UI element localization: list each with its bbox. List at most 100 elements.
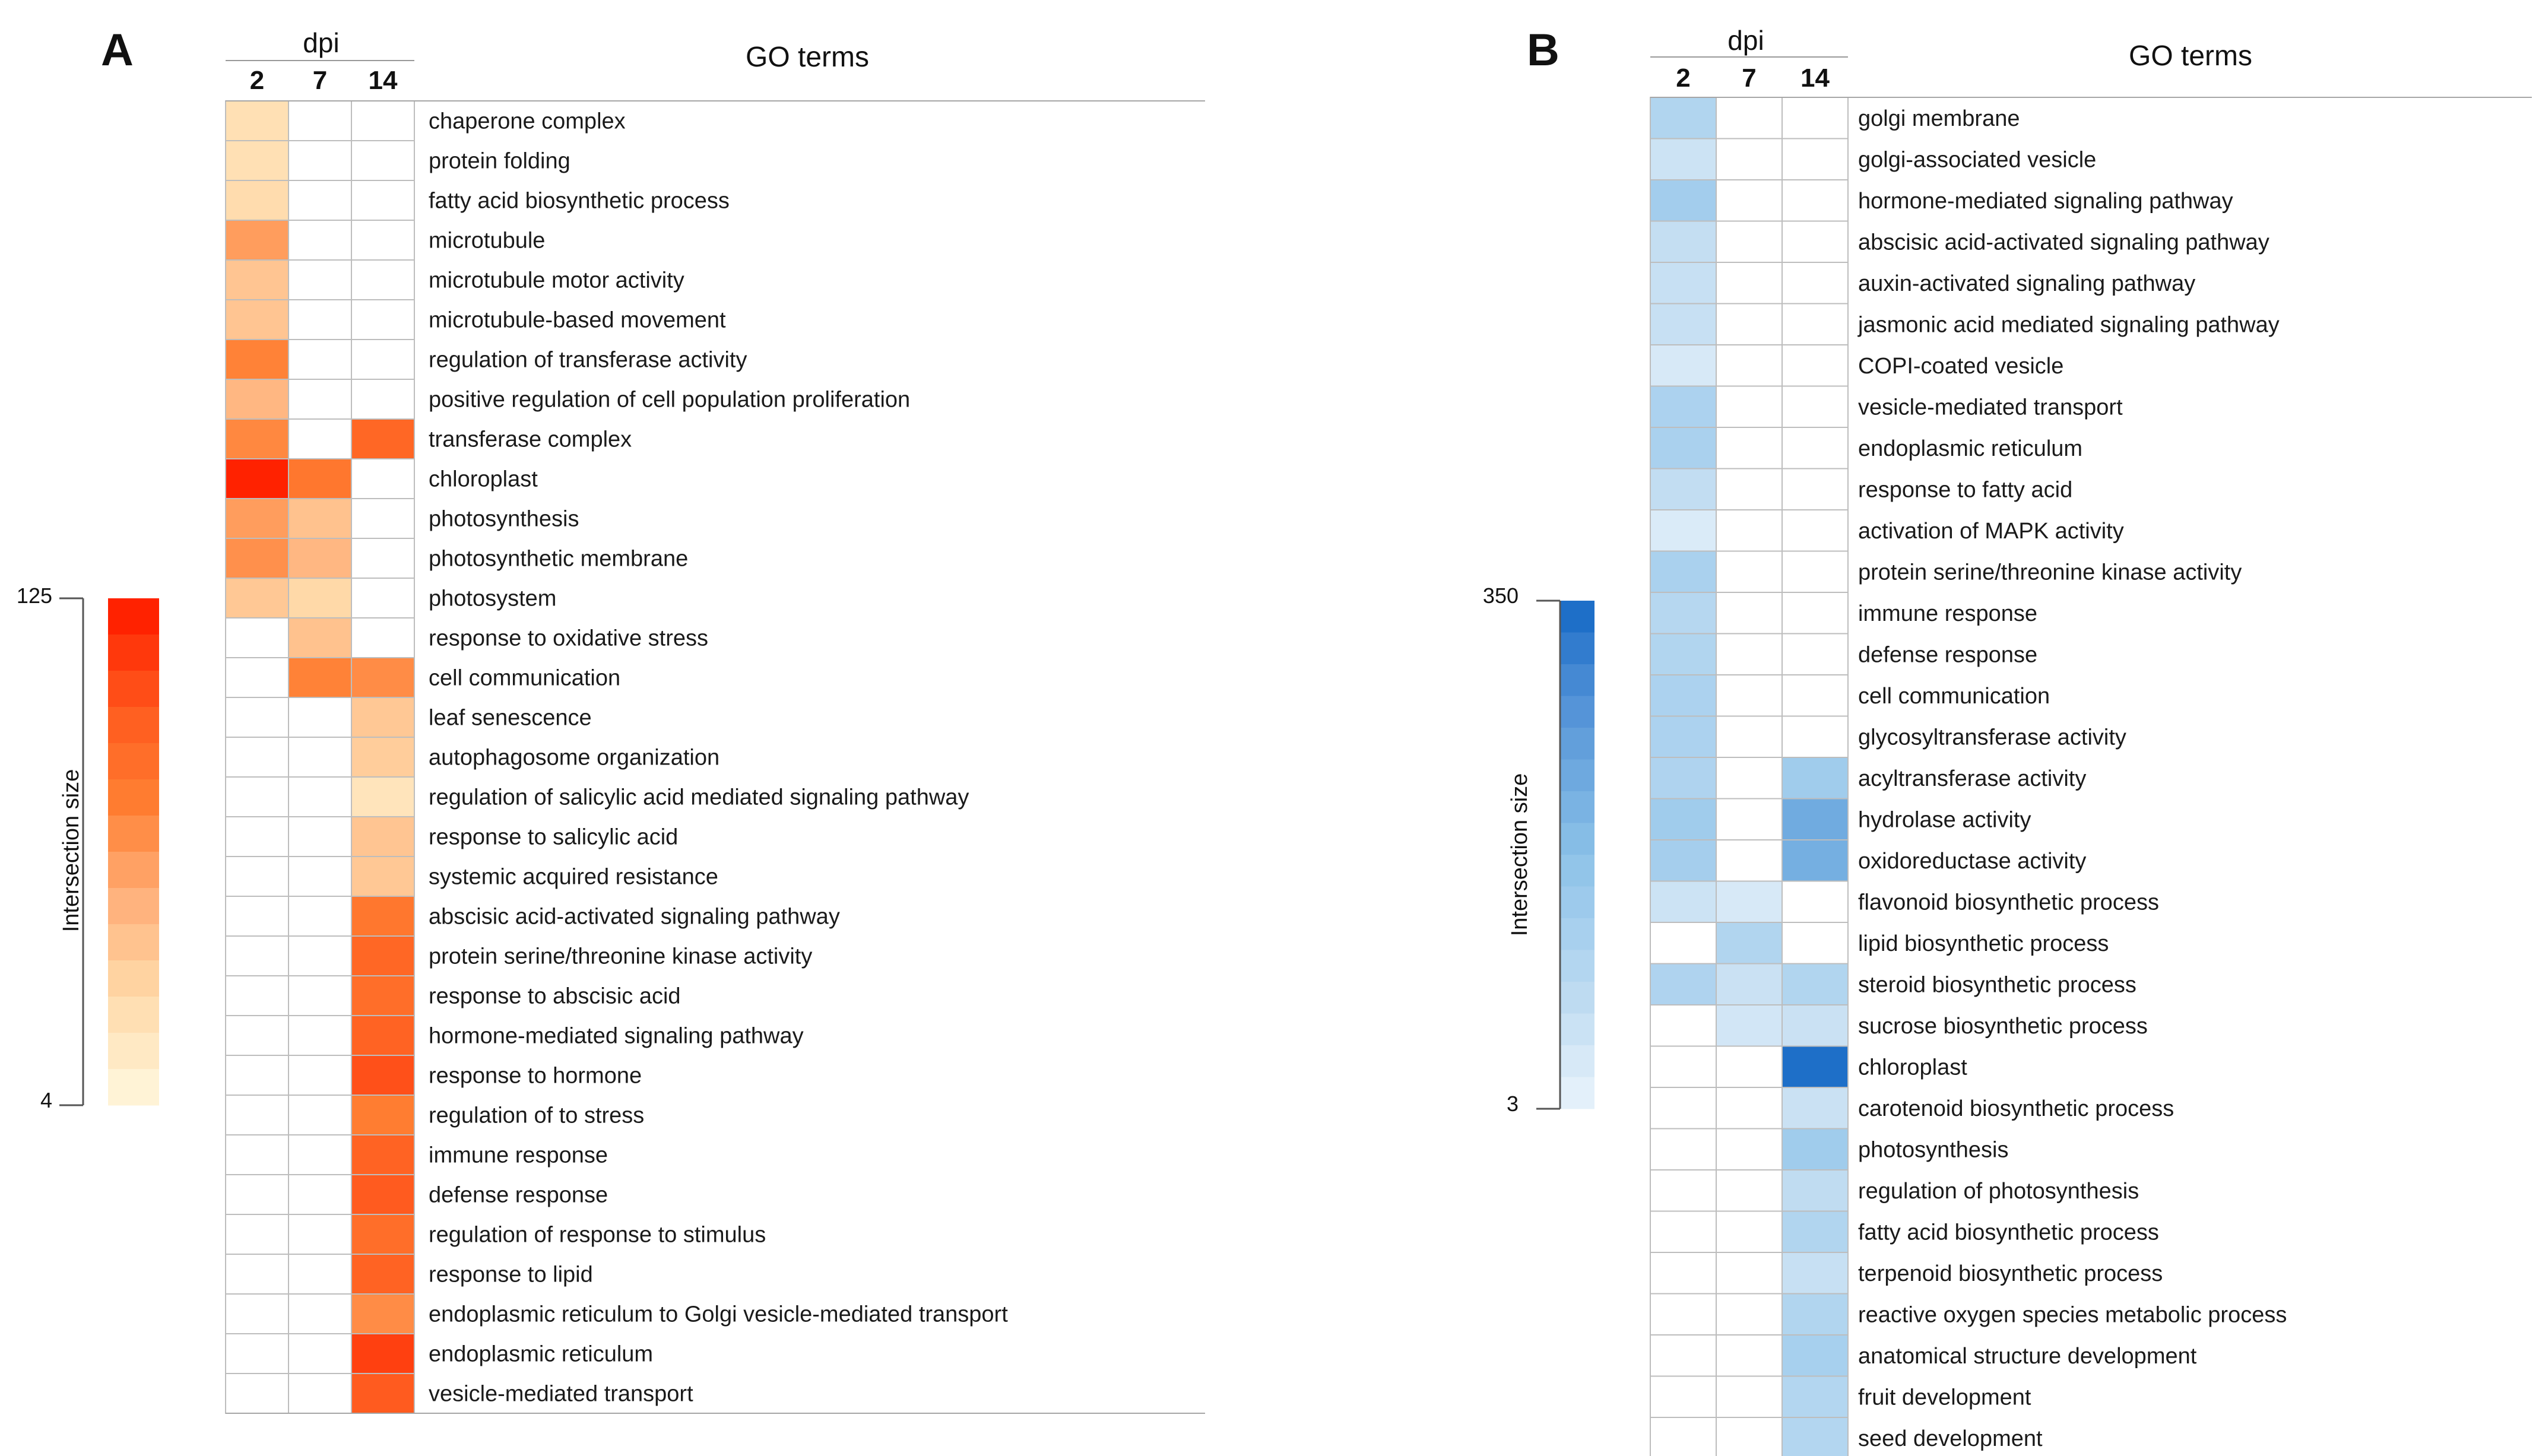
heatmap-cell-a <box>225 697 289 738</box>
heatmap-cell-a <box>225 458 289 499</box>
heatmap-cell-a <box>351 776 415 817</box>
heatmap-cell-a <box>351 140 415 181</box>
go-term-label-a: regulation of to stress <box>429 1103 644 1128</box>
heatmap-cell-a <box>351 379 415 420</box>
heatmap-cell-b <box>1650 963 1717 1005</box>
heatmap-cell-b <box>1650 385 1717 428</box>
heatmap-cell-b <box>1650 303 1717 345</box>
go-term-label-a: cell communication <box>429 666 620 691</box>
heatmap-cell-b <box>1650 138 1717 180</box>
colorbar-segment-a <box>108 707 159 744</box>
go-term-label-b: golgi-associated vesicle <box>1858 147 2096 172</box>
go-term-label-b: lipid biosynthetic process <box>1858 931 2109 956</box>
heatmap-cell-b <box>1650 1169 1717 1212</box>
colorbar-segment-a <box>108 1069 159 1106</box>
go-term-label-a: photosynthetic membrane <box>429 547 688 572</box>
heatmap-cell-a <box>225 1174 289 1215</box>
heatmap-cell-b <box>1781 427 1849 470</box>
heatmap-cell-a <box>288 220 352 261</box>
heatmap-cell-b <box>1650 1417 1717 1456</box>
go-term-label-b: reactive oxygen species metabolic proces… <box>1858 1302 2287 1327</box>
column-header-a-2: 2 <box>250 66 264 95</box>
heatmap-cell-a <box>288 418 352 459</box>
colorbar-segment-b <box>1560 1045 1594 1077</box>
heatmap-cell-a <box>225 856 289 897</box>
heatmap-cell-b <box>1781 1252 1849 1295</box>
go-term-label-b: immune response <box>1858 601 2037 626</box>
heatmap-cell-b <box>1716 715 1783 758</box>
go-terms-header-b: GO terms <box>2129 40 2252 72</box>
heatmap-cell-a <box>351 1254 415 1295</box>
heatmap-cell-a <box>351 538 415 579</box>
go-term-label-a: microtubule-based movement <box>429 308 726 333</box>
heatmap-cell-b <box>1716 179 1783 222</box>
heatmap-cell-a <box>351 737 415 778</box>
heatmap-cell-b <box>1716 385 1783 428</box>
colorbar-segment-a <box>108 671 159 708</box>
heatmap-cell-a <box>351 1214 415 1255</box>
heatmap-cell-a <box>288 737 352 778</box>
heatmap-cell-b <box>1650 1293 1717 1336</box>
heatmap-cell-b <box>1781 468 1849 510</box>
heatmap-cell-b <box>1716 303 1783 345</box>
heatmap-cell-a <box>288 498 352 539</box>
heatmap-cell-a <box>288 935 352 976</box>
heatmap-cell-b <box>1716 138 1783 180</box>
heatmap-cell-a <box>351 1174 415 1215</box>
heatmap-cell-a <box>351 220 415 261</box>
heatmap-cell-a <box>288 1214 352 1255</box>
heatmap-cell-a <box>225 896 289 937</box>
heatmap-cell-b <box>1716 1087 1783 1130</box>
go-term-label-a: microtubule motor activity <box>429 268 684 293</box>
heatmap-cell-b <box>1716 1375 1783 1418</box>
go-term-label-a: photosystem <box>429 586 556 611</box>
heatmap-cell-b <box>1781 262 1849 304</box>
colorbar-segment-b <box>1560 632 1594 665</box>
heatmap-cell-a <box>351 259 415 300</box>
colorbar-segment-a <box>108 997 159 1033</box>
heatmap-cell-a <box>351 1333 415 1374</box>
heatmap-cell-a <box>225 1095 289 1135</box>
go-term-label-b: photosynthesis <box>1858 1137 2009 1162</box>
heatmap-cell-b <box>1781 1334 1849 1377</box>
heatmap-cell-b <box>1650 757 1717 800</box>
heatmap-cell-a <box>351 1373 415 1414</box>
column-header-b-7: 7 <box>1742 64 1756 93</box>
heatmap-cell-b <box>1650 97 1717 139</box>
heatmap-cell-b <box>1716 1210 1783 1253</box>
heatmap-cell-a <box>288 657 352 698</box>
heatmap-cell-a <box>351 299 415 340</box>
heatmap-cell-a <box>225 339 289 380</box>
colorbar-segment-a <box>108 598 159 635</box>
heatmap-cell-a <box>288 816 352 857</box>
heatmap-cell-b <box>1781 922 1849 965</box>
heatmap-cell-b <box>1781 1375 1849 1418</box>
heatmap-cell-b <box>1716 262 1783 304</box>
heatmap-cell-a <box>351 935 415 976</box>
heatmap-cell-b <box>1650 839 1717 882</box>
go-term-label-b: terpenoid biosynthetic process <box>1858 1261 2163 1286</box>
go-term-label-a: response to salicylic acid <box>429 825 678 850</box>
go-term-label-b: regulation of photosynthesis <box>1858 1179 2139 1204</box>
heatmap-cell-b <box>1716 1169 1783 1212</box>
heatmap-cell-b <box>1650 1045 1717 1088</box>
go-term-label-b: protein serine/threonine kinase activity <box>1858 560 2242 585</box>
heatmap-cell-a <box>288 776 352 817</box>
column-header-a-14: 14 <box>369 66 398 95</box>
go-term-label-a: regulation of transferase activity <box>429 348 747 373</box>
go-term-label-a: microtubule <box>429 229 545 253</box>
heatmap-cell-b <box>1781 592 1849 635</box>
heatmap-cell-b <box>1716 922 1783 965</box>
heatmap-cell-a <box>225 776 289 817</box>
heatmap-cell-b <box>1716 674 1783 717</box>
dpi-header-a: dpi <box>303 27 339 58</box>
heatmap-cell-b <box>1650 344 1717 387</box>
heatmap-cell-b <box>1716 1293 1783 1336</box>
heatmap-cell-b <box>1716 592 1783 635</box>
heatmap-cell-b <box>1650 1375 1717 1418</box>
heatmap-cell-a <box>225 418 289 459</box>
go-term-label-b: cell communication <box>1858 684 2050 709</box>
